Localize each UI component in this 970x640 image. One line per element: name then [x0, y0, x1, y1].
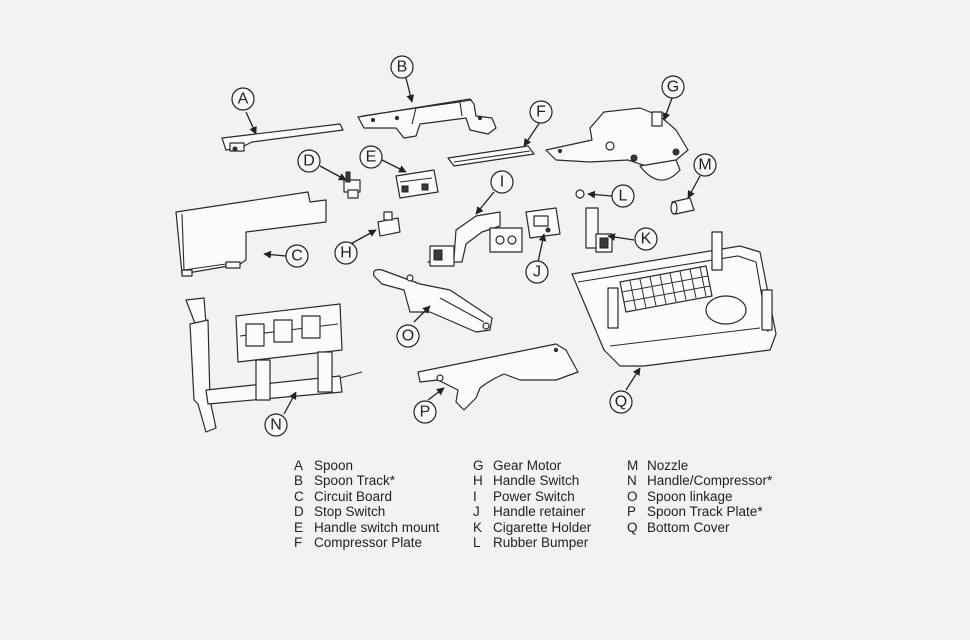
- part-handle-retainer: [525, 207, 561, 239]
- legend-name: Circuit Board: [314, 488, 393, 504]
- legend-letter: N: [627, 473, 637, 489]
- callout-G: G: [661, 75, 685, 99]
- legend-letter: C: [294, 488, 304, 504]
- legend-column-3: M Nozzle N Handle/Compressor* O Spoon linka…: [627, 458, 772, 535]
- svg-text:G: G: [667, 79, 679, 96]
- legend-letter: I: [473, 488, 477, 504]
- legend-letter: M: [627, 458, 639, 473]
- svg-text:I: I: [500, 174, 504, 191]
- callout-A: A: [231, 87, 255, 111]
- legend-letter: D: [294, 504, 304, 520]
- legend-column-2: G Gear Motor H Handle Switch I Power Switch…: [473, 458, 591, 550]
- callout-N: N: [264, 413, 288, 437]
- legend-letter: G: [473, 458, 484, 473]
- callout-C: C: [285, 244, 309, 268]
- svg-text:K: K: [641, 231, 652, 248]
- legend-name: Nozzle: [647, 458, 689, 473]
- callout-B: B: [390, 55, 414, 79]
- leader-lines: [245, 77, 701, 415]
- callout-P: P: [413, 400, 437, 424]
- svg-text:B: B: [397, 59, 408, 76]
- legend-column-1: A Spoon B Spoon Track* C Circuit Board D Sto…: [294, 458, 439, 550]
- svg-text:P: P: [420, 404, 431, 421]
- part-nozzle: [670, 197, 695, 215]
- part-bottom-cover: [571, 231, 777, 367]
- legend-name: Spoon: [314, 458, 354, 473]
- part-rubber-bumper: [575, 189, 585, 199]
- part-power-switch: [427, 211, 523, 267]
- svg-text:A: A: [238, 91, 249, 108]
- legend-letter: B: [294, 473, 304, 489]
- callout-H: H: [334, 241, 358, 265]
- part-compressor-plate: [447, 145, 535, 167]
- svg-text:Q: Q: [615, 394, 627, 411]
- exploded-parts-diagram: A B C D E F G H I J K L M N O P Q: [175, 55, 777, 437]
- legend-name: Handle Switch: [493, 473, 580, 489]
- legend-letter: Q: [627, 519, 638, 535]
- legend-name: Spoon Track Plate*: [647, 504, 763, 520]
- legend-name: Bottom Cover: [647, 519, 730, 535]
- part-handle-switch-mount: [395, 169, 439, 199]
- legend-letter: J: [473, 504, 480, 520]
- part-spoon-linkage: [373, 269, 493, 333]
- part-circuit-board: [175, 191, 327, 277]
- svg-text:C: C: [291, 248, 303, 265]
- legend-name: Handle switch mount: [314, 519, 440, 535]
- legend-letter: E: [294, 519, 304, 535]
- part-handle-compressor: [185, 297, 363, 433]
- callout-E: E: [359, 145, 383, 169]
- part-gear-motor: [545, 107, 689, 181]
- legend-name: Rubber Bumper: [493, 535, 589, 551]
- legend-name: Handle retainer: [493, 504, 586, 520]
- svg-text:N: N: [270, 417, 282, 434]
- svg-text:L: L: [619, 188, 628, 205]
- legend-name: Stop Switch: [314, 504, 386, 520]
- callout-K: K: [634, 227, 658, 251]
- legend-letter: O: [627, 488, 638, 504]
- legend-name: Spoon Track*: [314, 473, 396, 489]
- legend-letter: F: [294, 535, 303, 551]
- svg-text:D: D: [303, 153, 315, 170]
- svg-text:M: M: [698, 157, 711, 174]
- legend-letter: A: [294, 458, 304, 473]
- legend-letter: L: [473, 535, 481, 551]
- svg-text:J: J: [533, 264, 541, 281]
- part-spoon-track-plate: [417, 343, 579, 411]
- callout-J: J: [525, 260, 549, 284]
- legend-name: Handle/Compressor*: [647, 473, 773, 489]
- legend-name: Spoon linkage: [647, 488, 733, 504]
- callout-I: I: [490, 170, 514, 194]
- callout-M: M: [693, 153, 717, 177]
- part-cigarette-holder: [585, 207, 613, 253]
- svg-text:E: E: [366, 149, 377, 166]
- legend-name: Power Switch: [493, 488, 575, 504]
- legend-name: Cigarette Holder: [493, 519, 592, 535]
- legend-name: Compressor Plate: [314, 535, 423, 551]
- legend-name: Gear Motor: [493, 458, 562, 473]
- legend-letter: K: [473, 519, 483, 535]
- part-stop-switch: [343, 171, 361, 199]
- part-handle-switch: [377, 211, 401, 237]
- callout-Q: Q: [609, 390, 633, 414]
- legend-letter: H: [473, 473, 483, 489]
- svg-text:O: O: [402, 328, 414, 345]
- legend-letter: P: [627, 504, 637, 520]
- svg-text:F: F: [536, 104, 546, 121]
- part-spoon: [221, 123, 344, 152]
- callout-D: D: [297, 149, 321, 173]
- callout-O: O: [396, 324, 420, 348]
- callout-F: F: [529, 100, 553, 124]
- part-spoon-track: [357, 98, 497, 139]
- callout-L: L: [611, 184, 635, 208]
- svg-text:H: H: [340, 245, 352, 262]
